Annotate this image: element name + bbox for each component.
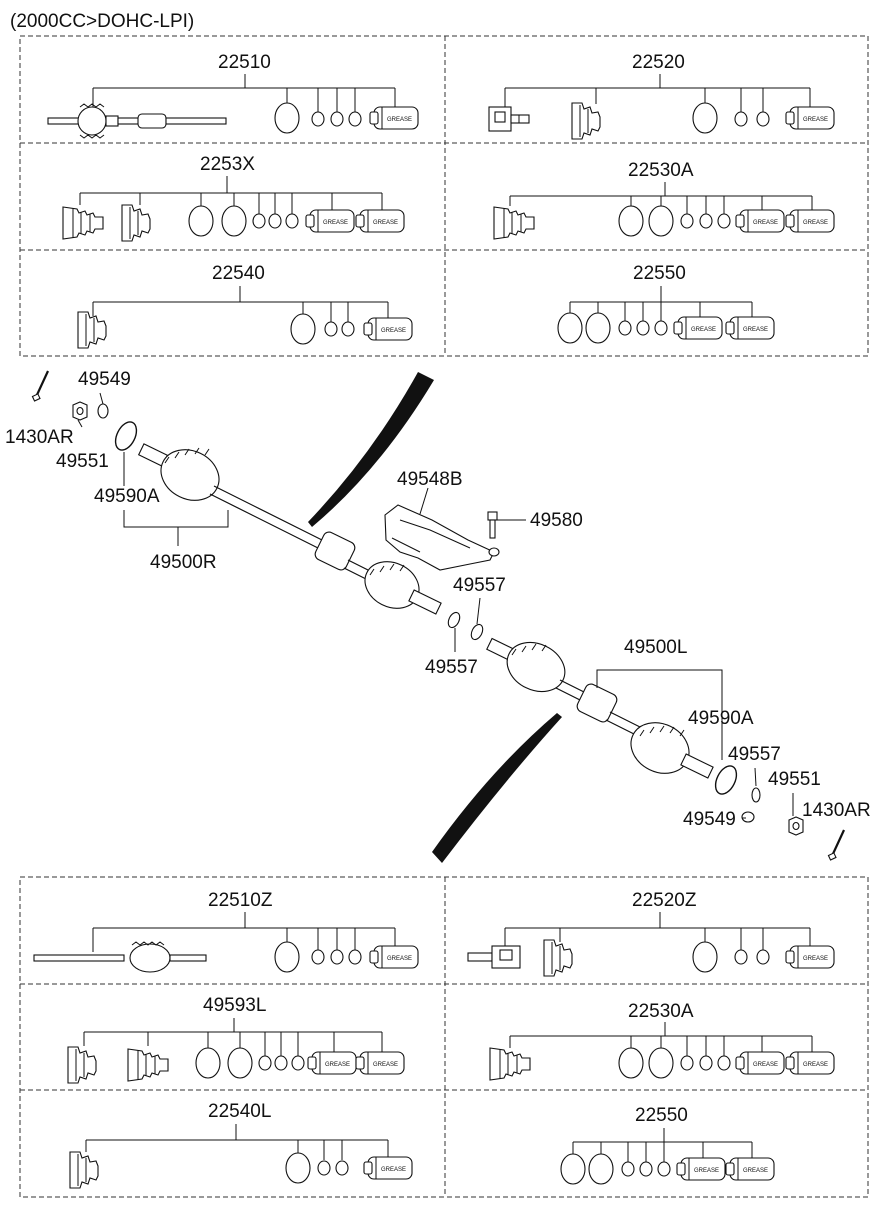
callout-l-bolt: 1430AR xyxy=(802,800,871,821)
grease-text: GREASE xyxy=(694,1168,719,1174)
grease-text: GREASE xyxy=(387,956,412,962)
callout-r-nut: 49549 xyxy=(78,369,131,390)
kit-cell-22520[interactable]: 22520 GREASE xyxy=(488,52,835,140)
grease-text: GREASE xyxy=(753,220,778,226)
clip-left[interactable] xyxy=(751,787,761,803)
grease-text: GREASE xyxy=(325,1062,350,1068)
callout-r-washer: 49551 xyxy=(56,451,109,472)
kit-label: 22520Z xyxy=(632,890,697,911)
grease-text: GREASE xyxy=(381,328,406,334)
callout-r-shaft: 49500R xyxy=(150,552,217,573)
kit-label: 22520 xyxy=(632,52,685,73)
separator-stroke-lower xyxy=(432,713,562,863)
grease-text: GREASE xyxy=(691,327,716,333)
kit-label: 2253X xyxy=(200,154,255,175)
callout-r-ring: 49590A xyxy=(94,486,160,507)
right-drive-shaft[interactable] xyxy=(137,440,442,617)
left-hub-nut[interactable] xyxy=(788,816,804,836)
grease-text: GREASE xyxy=(373,220,398,226)
grease-text: GREASE xyxy=(753,1062,778,1068)
grease-text: GREASE xyxy=(803,1062,828,1068)
grease-text: GREASE xyxy=(803,220,828,226)
callout-clip-lower: 49557 xyxy=(425,657,478,678)
kit-label: 49593L xyxy=(203,995,266,1016)
clip-right-lower[interactable] xyxy=(469,623,485,642)
kit-cell-22550-bottom[interactable]: 22550 GREASE GREASE xyxy=(560,1105,775,1185)
grease-text: GREASE xyxy=(381,1167,406,1173)
callout-l-nut: 49549 xyxy=(683,809,736,830)
kit-cell-22520Z[interactable]: 22520Z GREASE xyxy=(467,890,835,977)
kit-label: 22530A xyxy=(628,160,694,181)
kit-label: 22540 xyxy=(212,263,265,284)
diagram-title: (2000CC>DOHC-LPI) xyxy=(10,11,194,32)
right-hub-nut[interactable] xyxy=(72,401,88,421)
callout-l-clip: 49557 xyxy=(728,744,781,765)
bottom-kit-grid xyxy=(19,876,869,1198)
callout-bracket-bolt: 49580 xyxy=(530,510,583,531)
grease-text: GREASE xyxy=(803,117,828,123)
callout-r-bolt: 1430AR xyxy=(5,427,74,448)
grease-text: GREASE xyxy=(743,327,768,333)
kit-cell-22540[interactable]: 22540 GREASE xyxy=(77,263,413,349)
kit-label: 22550 xyxy=(635,1105,688,1126)
kit-label: 22550 xyxy=(633,263,686,284)
separator-stroke-upper xyxy=(308,372,434,527)
kit-cell-22510[interactable]: 22510 GREASE xyxy=(47,52,419,139)
kit-cell-22530A-bottom[interactable]: 22530A GREASE GREASE xyxy=(489,1001,835,1081)
callout-l-ring: 49590A xyxy=(688,708,754,729)
right-washer[interactable] xyxy=(97,403,109,419)
callout-clip-upper: 49557 xyxy=(453,575,506,596)
left-tone-ring[interactable] xyxy=(711,763,740,798)
kit-label: 22530A xyxy=(628,1001,694,1022)
grease-text: GREASE xyxy=(373,1062,398,1068)
callout-l-shaft: 49500L xyxy=(624,637,687,658)
kit-cell-22530A[interactable]: 22530A GREASE GREASE xyxy=(493,160,835,240)
grease-text: GREASE xyxy=(803,956,828,962)
clip-right-upper[interactable] xyxy=(446,611,462,630)
left-washer[interactable] xyxy=(741,811,755,823)
right-tone-ring[interactable] xyxy=(111,419,140,454)
grease-text: GREASE xyxy=(743,1168,768,1174)
center-bearing-bracket[interactable] xyxy=(384,504,500,571)
right-cotter-pin[interactable] xyxy=(31,369,50,403)
kit-label: 22540L xyxy=(208,1101,271,1122)
grease-text: GREASE xyxy=(387,117,412,123)
callout-leaders xyxy=(77,392,794,819)
callout-bracket: 49548B xyxy=(397,469,463,490)
bracket-bolt[interactable] xyxy=(487,511,526,539)
kit-cell-22550[interactable]: 22550 GREASE GREASE xyxy=(557,263,775,344)
kit-cell-22510Z[interactable]: 22510Z GREASE xyxy=(33,890,419,973)
kit-label: 22510Z xyxy=(208,890,273,911)
grease-text: GREASE xyxy=(323,220,348,226)
kit-cell-49593L[interactable]: 49593L GREASE GREASE xyxy=(67,995,405,1084)
kit-cell-2253X[interactable]: 2253X GREASE GREASE xyxy=(62,154,405,242)
callout-l-washer: 49551 xyxy=(768,769,821,790)
left-drive-shaft[interactable] xyxy=(486,633,714,783)
kit-cell-22540L[interactable]: 22540L GREASE xyxy=(69,1101,413,1189)
kit-label: 22510 xyxy=(218,52,271,73)
left-cotter-pin[interactable] xyxy=(827,828,846,862)
top-kit-grid xyxy=(19,35,869,357)
